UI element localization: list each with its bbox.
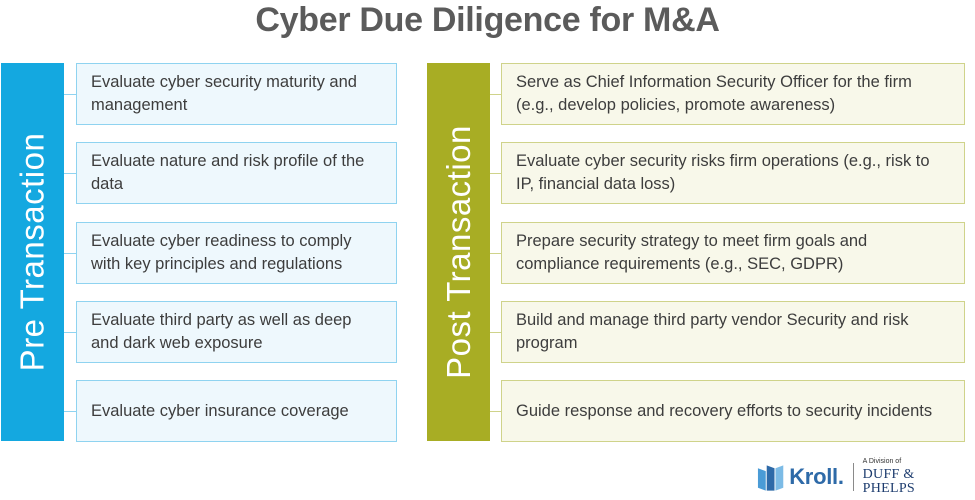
division-block: A Division of DUFF & PHELPS <box>863 458 968 496</box>
division-prefix: A Division of <box>862 458 902 465</box>
connector <box>490 173 501 174</box>
division-name: DUFF & PHELPS <box>862 467 915 496</box>
pre-item-text: Evaluate cyber readiness to comply with … <box>91 232 352 273</box>
connector <box>64 173 76 174</box>
post-item-text: Build and manage third party vendor Secu… <box>516 311 909 352</box>
post-item-card: Prepare security strategy to meet firm g… <box>501 222 965 284</box>
connector <box>64 332 76 333</box>
pre-item-text: Evaluate third party as well as deep and… <box>91 311 352 352</box>
pre-transaction-bar: Pre Transaction <box>1 63 64 441</box>
connector <box>490 411 501 412</box>
pre-transaction-label: Pre Transaction <box>13 132 51 372</box>
pre-item-text: Evaluate cyber insurance coverage <box>91 401 349 420</box>
post-item-text: Evaluate cyber security risks firm opera… <box>516 152 930 193</box>
footer-logo: Kroll. A Division of DUFF & PHELPS <box>756 458 968 496</box>
post-item-text: Prepare security strategy to meet firm g… <box>516 232 868 273</box>
pre-item-card: Evaluate cyber readiness to comply with … <box>76 222 397 284</box>
post-item-text: Guide response and recovery efforts to s… <box>516 401 933 420</box>
connector <box>64 94 76 95</box>
logo-divider <box>852 463 854 491</box>
pre-item-card: Evaluate cyber security maturity and man… <box>76 63 397 125</box>
kroll-logo-icon <box>757 465 784 491</box>
post-item-text: Serve as Chief Information Security Offi… <box>516 73 912 114</box>
pre-item-text: Evaluate cyber security maturity and man… <box>91 73 357 114</box>
connector <box>490 253 501 254</box>
connector <box>64 253 76 254</box>
post-item-card: Build and manage third party vendor Secu… <box>501 301 965 363</box>
pre-item-text: Evaluate nature and risk profile of the … <box>91 152 365 193</box>
pre-item-card: Evaluate cyber insurance coverage <box>76 380 397 442</box>
kroll-brand: Kroll. <box>789 464 844 489</box>
connector <box>64 411 76 412</box>
post-item-card: Evaluate cyber security risks firm opera… <box>501 142 965 204</box>
connector <box>490 332 501 333</box>
connector <box>490 94 501 95</box>
post-transaction-label: Post Transaction <box>439 125 477 379</box>
page-title: Cyber Due Diligence for M&A <box>255 1 720 39</box>
post-transaction-bar: Post Transaction <box>427 63 490 441</box>
pre-item-card: Evaluate nature and risk profile of the … <box>76 142 397 204</box>
pre-item-card: Evaluate third party as well as deep and… <box>76 301 397 363</box>
post-item-card: Serve as Chief Information Security Offi… <box>501 63 965 125</box>
post-item-card: Guide response and recovery efforts to s… <box>501 380 965 442</box>
